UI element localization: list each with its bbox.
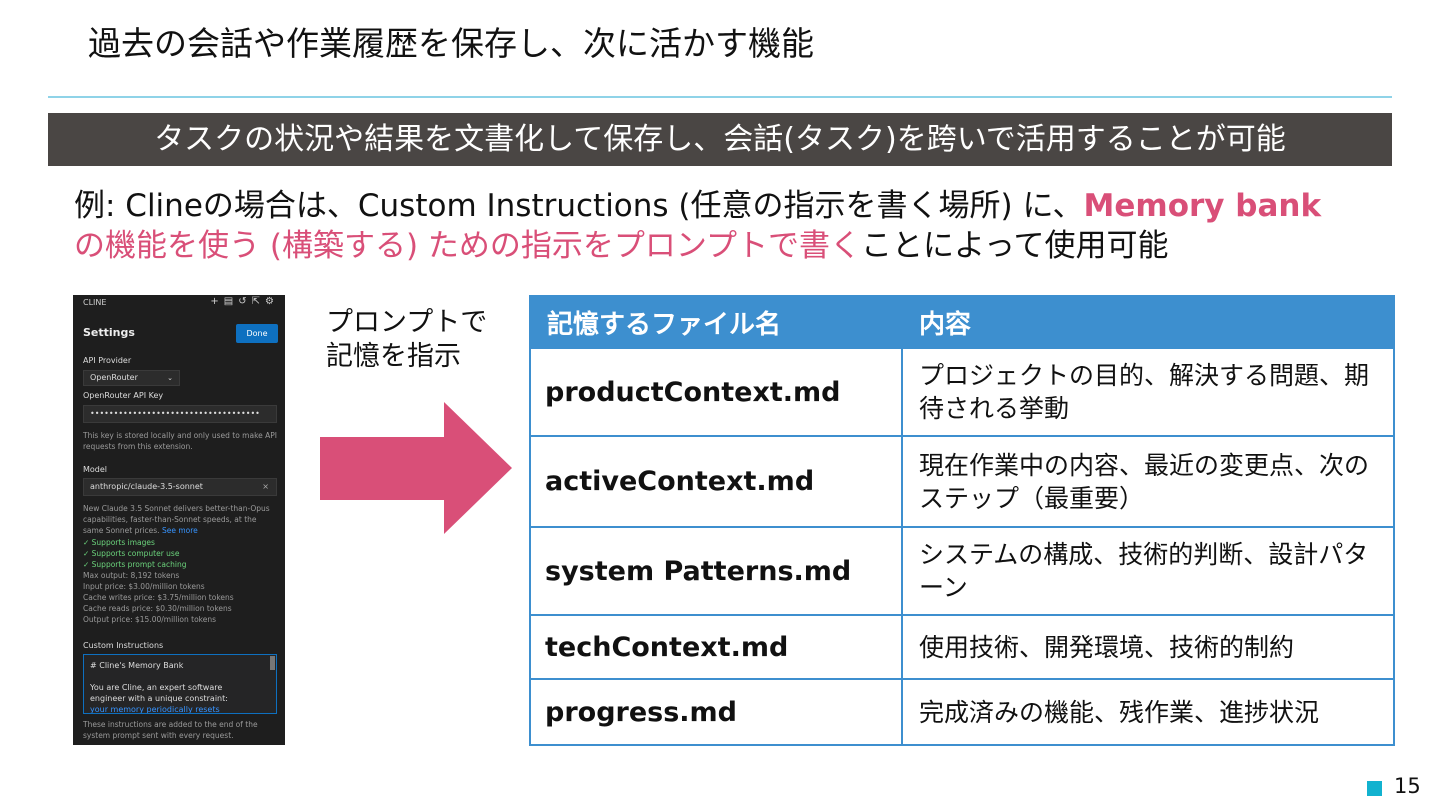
instruction-highlight: の機能を使う (構築する) ための指示をプロンプトで書く [74,228,861,264]
pricing-item: Cache writes price: $3.75/million tokens [83,593,234,602]
file-desc-cell: 現在作業中の内容、最近の変更点、次のステップ（最重要） [901,435,1395,528]
pricing-item: Max output: 8,192 tokens [83,571,180,580]
gear-icon[interactable]: ⚙ [265,296,279,307]
feature-item: ✓ Supports prompt caching [83,560,187,569]
file-desc-cell: 完成済みの機能、残作業、進捗状況 [901,678,1395,746]
custom-instructions-textarea[interactable]: # Cline's Memory Bank You are Cline, an … [83,654,277,714]
ci-line: your memory periodically resets [90,705,220,714]
example-text-part1: 例: Clineの場合は、Custom Instructions (任意の指示を… [74,188,1084,224]
settings-heading: Settings [83,326,135,339]
api-key-value: •••••••••••••••••••••••••••••••••••• [90,409,260,418]
file-name-cell: progress.md [529,678,903,746]
table-row: system Patterns.md システムの構成、技術的判断、設計パターン [529,526,1395,616]
file-desc-cell: 使用技術、開発環境、技術的制約 [901,614,1395,680]
custom-instructions-note: These instructions are added to the end … [83,720,258,740]
file-name-cell: techContext.md [529,614,903,680]
model-input[interactable]: anthropic/claude-3.5-sonnet × [83,478,277,496]
api-provider-select[interactable]: OpenRouter ⌄ [83,370,180,386]
cline-app-name: CLINE [83,298,107,307]
ci-line: You are Cline, an expert software [90,683,223,692]
feature-item: ✓ Supports images [83,538,155,547]
ci-line: engineer with a unique constraint: [90,694,228,703]
model-description: New Claude 3.5 Sonnet delivers better-th… [83,503,279,536]
cline-toolbar-icons: +▤↺⇱⚙ [210,296,279,307]
file-name-cell: system Patterns.md [529,526,903,616]
model-value: anthropic/claude-3.5-sonnet [90,482,203,491]
ci-line [90,671,270,682]
see-more-link[interactable]: See more [161,526,198,535]
model-label: Model [83,465,108,474]
feature-item: ✓ Supports computer use [83,549,180,558]
pricing-item: Output price: $15.00/million tokens [83,615,217,624]
api-key-input[interactable]: •••••••••••••••••••••••••••••••••••• [83,405,277,423]
slide-title: 過去の会話や作業履歴を保存し、次に活かす機能 [88,24,814,63]
scrollbar[interactable] [270,656,275,670]
table-row: activeContext.md 現在作業中の内容、最近の変更点、次のステップ（… [529,435,1395,528]
ci-line: # Cline's Memory Bank [90,661,184,670]
page-number-marker [1367,781,1382,796]
pricing-item: Input price: $3.00/million tokens [83,582,205,591]
model-desc-text: New Claude 3.5 Sonnet delivers better-th… [83,504,270,535]
table-header-row: 記憶するファイル名 内容 [529,295,1395,349]
done-button[interactable]: Done [236,324,278,343]
file-name-cell: activeContext.md [529,435,903,528]
chevron-down-icon: ⌄ [167,374,173,382]
clear-icon[interactable]: × [262,482,269,491]
summary-banner: タスクの状況や結果を文書化して保存し、会話(タスク)を跨いで活用することが可能 [48,113,1392,166]
file-name-cell: productContext.md [529,347,903,437]
api-key-label: OpenRouter API Key [83,391,164,400]
column-header-filename: 記憶するファイル名 [529,295,903,349]
arrow-caption: プロンプトで 記憶を指示 [326,306,487,374]
api-provider-value: OpenRouter [90,373,138,382]
table-row: progress.md 完成済みの機能、残作業、進捗状況 [529,678,1395,746]
model-features: ✓ Supports images ✓ Supports computer us… [83,537,279,625]
pricing-item: Cache reads price: $0.30/million tokens [83,604,232,613]
file-desc-cell: プロジェクトの目的、解決する問題、期待される挙動 [901,347,1395,437]
memory-bank-highlight: Memory bank [1083,188,1322,224]
cline-settings-screenshot: CLINE +▤↺⇱⚙ Settings Done API Provider O… [73,295,285,745]
file-desc-cell: システムの構成、技術的判断、設計パターン [901,526,1395,616]
plus-icon[interactable]: + [210,296,224,307]
table-row: productContext.md プロジェクトの目的、解決する問題、期待される… [529,347,1395,437]
cline-topbar: CLINE +▤↺⇱⚙ [73,295,285,311]
api-provider-label: API Provider [83,356,132,365]
memory-files-table: 記憶するファイル名 内容 productContext.md プロジェクトの目的… [529,295,1395,746]
external-link-icon[interactable]: ⇱ [251,296,266,307]
arrow-caption-line: 記憶を指示 [326,341,461,372]
page-number: 15 [1394,774,1421,798]
arrow-caption-line: プロンプトで [326,307,488,338]
table-row: techContext.md 使用技術、開発環境、技術的制約 [529,614,1395,680]
restore-icon[interactable]: ↺ [238,296,252,307]
column-header-content: 内容 [901,295,1395,349]
title-divider [48,96,1392,98]
history-icon[interactable]: ▤ [223,296,239,307]
right-arrow-icon [320,402,512,534]
api-key-note: This key is stored locally and only used… [83,431,278,451]
example-text: 例: Clineの場合は、Custom Instructions (任意の指示を… [74,186,1374,266]
custom-instructions-label: Custom Instructions [83,641,164,650]
example-text-part2: ことによって使用可能 [860,228,1169,264]
